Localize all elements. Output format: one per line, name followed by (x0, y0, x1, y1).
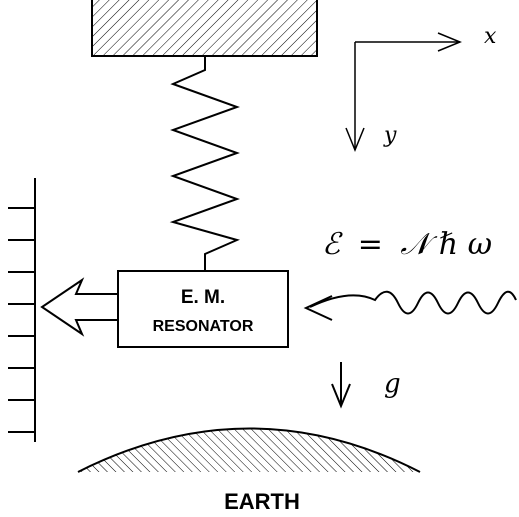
y-axis-label: y (383, 123, 397, 148)
gravity-label: g (384, 369, 401, 399)
energy-equation: ℰ = 𝒩 ℏ ω (322, 227, 492, 262)
energy-symbol: ℰ (322, 227, 343, 262)
photon-number-symbol: 𝒩 (400, 227, 438, 262)
equals-sign: = (358, 227, 383, 262)
earth-surface (77, 427, 421, 473)
x-axis-label: x (484, 24, 497, 49)
ceiling-support (91, 0, 318, 57)
earth-label: EARTH (224, 489, 300, 514)
hbar-symbol: ℏ (439, 227, 458, 262)
omega-symbol: ω (468, 227, 492, 262)
wall (8, 178, 36, 442)
spring (169, 56, 240, 271)
photon-wave (309, 290, 517, 315)
resonator-box (117, 270, 289, 348)
radiation-pressure-arrow (40, 277, 118, 337)
resonator-label-line2: RESONATOR (153, 318, 254, 335)
resonator-label-line1: E. M. (181, 287, 225, 308)
gravity-arrow (331, 362, 351, 409)
coordinate-axes (345, 32, 462, 152)
photon-arrowhead (303, 295, 333, 321)
